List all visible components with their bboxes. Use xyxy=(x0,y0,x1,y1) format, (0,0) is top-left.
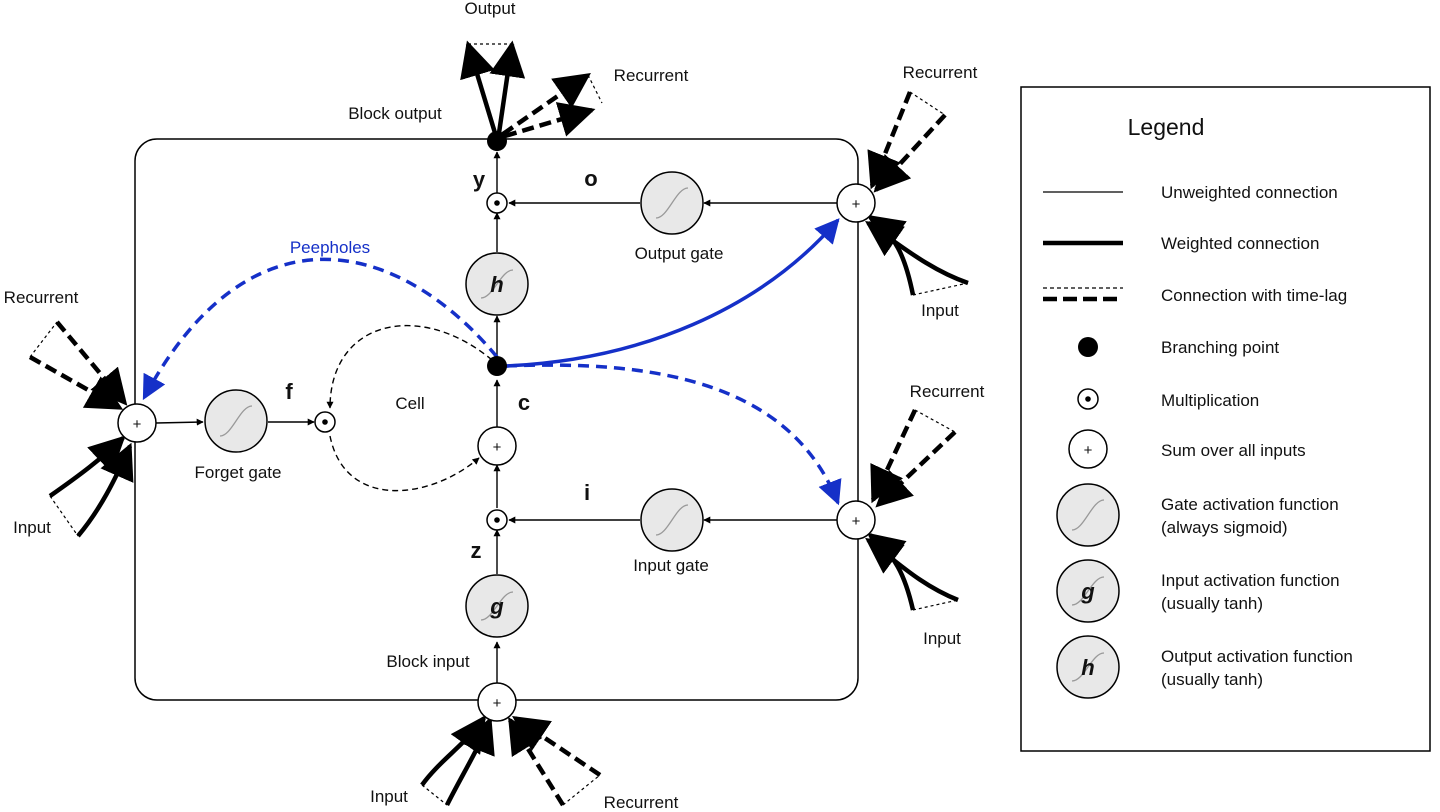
output-activation-node: h xyxy=(465,252,529,316)
i-symbol: i xyxy=(584,480,590,505)
cell-label: Cell xyxy=(395,394,424,413)
recurrent-label-block: Recurrent xyxy=(604,793,679,812)
output-gate-label: Output gate xyxy=(635,244,724,263)
cell-recurrent-loop xyxy=(326,325,493,492)
plus-symbol: + xyxy=(852,196,861,213)
sum-node-forget: + xyxy=(117,403,157,443)
legend-item-output-activation-note: (usually tanh) xyxy=(1161,670,1263,689)
weighted-input-spread xyxy=(49,282,969,806)
output-gate-node xyxy=(640,171,704,235)
multiplication-swatch xyxy=(1077,388,1099,410)
sum-node-input-gate: + xyxy=(836,500,876,540)
unweighted-connections xyxy=(155,151,837,688)
legend-item-input-activation: Input activation function xyxy=(1161,571,1340,590)
h-symbol: h xyxy=(490,272,503,297)
z-symbol: z xyxy=(471,538,482,563)
gate-activation-swatch xyxy=(1056,483,1120,547)
input-gate-node xyxy=(640,488,704,552)
output-spread xyxy=(468,43,603,104)
branching-point-swatch xyxy=(1078,337,1098,357)
plus-symbol: + xyxy=(1084,442,1093,459)
mult-node-input xyxy=(486,509,508,531)
sum-node-output-gate: + xyxy=(836,183,876,223)
legend: Legend Unweighted connection Weighted co… xyxy=(1020,86,1431,752)
weighted-input-arrows xyxy=(48,214,969,807)
o-symbol: o xyxy=(584,166,597,191)
recurrent-label-forget: Recurrent xyxy=(4,288,79,307)
input-activation-node: g xyxy=(465,574,529,638)
plus-symbol: + xyxy=(493,439,502,456)
sigmoid-icon xyxy=(655,187,689,219)
legend-item-multiplication: Multiplication xyxy=(1161,391,1259,410)
output-label: Output xyxy=(464,0,515,18)
recurrent-label-output-gate: Recurrent xyxy=(903,63,978,82)
sigmoid-icon xyxy=(219,405,253,437)
recurrent-label-output: Recurrent xyxy=(614,66,689,85)
g-symbol: g xyxy=(489,594,504,619)
input-label-output-gate: Input xyxy=(921,301,959,320)
forget-gate-label: Forget gate xyxy=(195,463,282,482)
input-gate-label: Input gate xyxy=(633,556,709,575)
input-label-input-gate: Input xyxy=(923,629,961,648)
recurrent-output-arrows xyxy=(501,72,596,139)
mult-node-forget xyxy=(314,411,336,433)
legend-item-output-activation: Output activation function xyxy=(1161,647,1353,666)
sum-swatch: + xyxy=(1068,429,1108,469)
recurrent-input-spread xyxy=(29,91,956,806)
legend-item-weighted: Weighted connection xyxy=(1161,234,1319,253)
branch-node-output xyxy=(487,131,507,151)
recurrent-input-arrows xyxy=(28,91,957,807)
mult-node-output xyxy=(486,192,508,214)
legend-item-unweighted: Unweighted connection xyxy=(1161,183,1338,202)
sigmoid-icon xyxy=(655,504,689,536)
block-output-arrows xyxy=(460,40,526,134)
y-symbol: y xyxy=(473,167,486,192)
block-output-label: Block output xyxy=(348,104,442,123)
legend-item-gate-activation: Gate activation function xyxy=(1161,495,1339,514)
plus-symbol: + xyxy=(133,416,142,433)
legend-item-gate-activation-note: (always sigmoid) xyxy=(1161,518,1288,537)
c-symbol: c xyxy=(518,390,530,415)
peepholes-label: Peepholes xyxy=(290,238,370,257)
legend-item-input-activation-note: (usually tanh) xyxy=(1161,594,1263,613)
sum-node-cell: + xyxy=(477,426,517,466)
block-input-label: Block input xyxy=(386,652,469,671)
input-activation-swatch: g xyxy=(1056,559,1120,623)
g-symbol: g xyxy=(1080,579,1095,604)
forget-gate-node xyxy=(204,389,268,453)
branch-node-cell xyxy=(487,356,507,376)
h-symbol: h xyxy=(1081,655,1094,680)
plus-symbol: + xyxy=(493,695,502,712)
output-activation-swatch: h xyxy=(1056,635,1120,699)
sum-node-block-input: + xyxy=(477,682,517,722)
recurrent-label-input-gate: Recurrent xyxy=(910,382,985,401)
input-label-forget: Input xyxy=(13,518,51,537)
f-symbol: f xyxy=(285,379,293,404)
legend-item-time-lag: Connection with time-lag xyxy=(1161,286,1347,305)
legend-item-branching: Branching point xyxy=(1161,338,1279,357)
input-label-block: Input xyxy=(370,787,408,806)
plus-symbol: + xyxy=(852,513,861,530)
sigmoid-icon xyxy=(1071,499,1105,531)
legend-item-sum: Sum over all inputs xyxy=(1161,441,1306,460)
legend-title: Legend xyxy=(1128,114,1205,140)
peephole-connections xyxy=(142,218,842,506)
